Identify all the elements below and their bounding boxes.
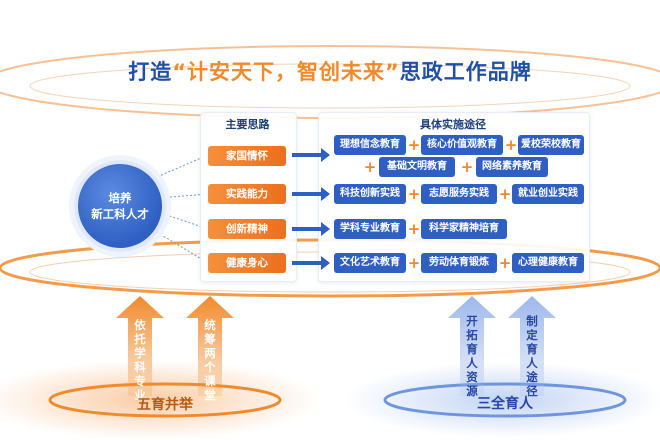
bottom-label-right: 三全育人 — [477, 396, 533, 412]
path-tag: 劳动体育锻炼 — [421, 253, 497, 273]
dotted-connectors — [149, 154, 209, 264]
idea-3: 创新精神 — [208, 219, 286, 239]
path-tag: 志愿服务实践 — [421, 184, 497, 204]
connector-3 — [157, 211, 209, 230]
top-ring-inner — [29, 63, 631, 109]
title-quote: “计安天下，智创未来” — [172, 60, 400, 84]
arrow-1-bar — [292, 153, 322, 157]
bottom-right-glow — [345, 362, 660, 438]
plus-sign: + — [498, 254, 512, 272]
arrow-1-head — [321, 148, 330, 162]
idea-1: 家国情怀 — [208, 146, 286, 166]
idea-4: 健康身心 — [208, 253, 286, 273]
ideas-header: 主要思路 — [225, 118, 270, 131]
page-title: 打造“计安天下，智创未来”思政工作品牌 — [0, 56, 660, 86]
path-tag: 理想信念教育 — [334, 135, 406, 155]
arrow-3-head — [321, 222, 330, 236]
path-tag: 心理健康教育 — [512, 253, 584, 273]
path-tag: 科技创新实践 — [334, 184, 406, 204]
path-tag: 科学家精神培育 — [421, 219, 507, 239]
plus-sign: + — [407, 254, 421, 272]
plus-sign: + — [363, 158, 377, 176]
up-arrow-left-2 — [186, 296, 234, 396]
connector-2 — [157, 193, 209, 199]
path-tag: 爱校荣校教育 — [518, 135, 584, 155]
bottom-left-ring — [48, 382, 282, 418]
plus-sign: + — [407, 185, 421, 203]
plus-sign: + — [407, 136, 421, 154]
path-tag: 网络素养教育 — [476, 157, 548, 177]
path-tag: 学科专业教育 — [334, 219, 406, 239]
plus-sign: + — [504, 136, 518, 154]
path-tag: 文化艺术教育 — [334, 253, 406, 273]
arrow-2-bar — [292, 192, 322, 196]
bottom-label-left: 五育并举 — [137, 397, 193, 413]
bottom-left-glow — [0, 360, 320, 440]
title-prefix: 打造 — [128, 60, 173, 84]
path-tag: 核心价值观教育 — [421, 135, 503, 155]
arrow-4-bar — [292, 261, 322, 265]
path-tag: 基础文明教育 — [379, 157, 455, 177]
plus-sign: + — [460, 158, 474, 176]
center-line-2: 新工科人才 — [91, 207, 149, 221]
center-line-1: 培养 — [108, 191, 132, 205]
plus-sign: + — [407, 220, 421, 238]
arrow-4-head — [321, 256, 330, 270]
connector-4 — [149, 227, 209, 264]
arrow-3-bar — [292, 227, 322, 231]
arrow-label-right-2: 制定育人途径 — [526, 314, 538, 398]
paths-header: 具体实施途径 — [420, 118, 486, 131]
idea-2: 实践能力 — [208, 184, 286, 204]
arrow-label-left-1: 依托学科专业 — [134, 318, 146, 402]
arrow-2-head — [321, 187, 330, 201]
path-tag: 就业创业实践 — [512, 184, 584, 204]
plus-sign: + — [498, 185, 512, 203]
up-arrow-left-1 — [116, 296, 164, 396]
bottom-right-ring — [383, 382, 627, 418]
up-arrow-right-1 — [448, 296, 496, 396]
connector-1 — [149, 154, 209, 181]
arrow-label-left-2: 统筹两个课堂 — [204, 318, 216, 402]
arrow-label-right-1: 开拓育人资源 — [466, 314, 478, 398]
up-arrow-right-2 — [508, 296, 556, 396]
title-suffix: 思政工作品牌 — [399, 60, 532, 84]
center-circle: 培养 新工科人才 — [74, 160, 166, 252]
